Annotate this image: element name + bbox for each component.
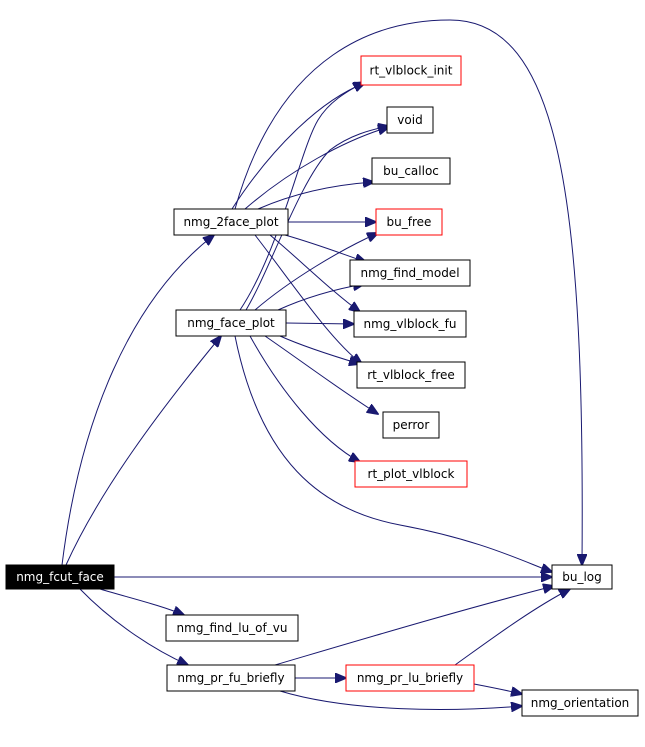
edge-nmg_fcut_face-to-nmg_face_plot: [65, 336, 221, 566]
edge-nmg_fcut_face-to-nmg_2face_plot: [61, 235, 214, 566]
node-box[interactable]: [354, 460, 468, 488]
node-box[interactable]: [521, 689, 639, 717]
node-label: nmg_pr_lu_briefly: [357, 671, 463, 685]
edge-nmg_2face_plot-to-nmg_find_model: [284, 234, 366, 262]
edge-nmg_2face_plot-to-void: [244, 127, 389, 210]
node-nmg-find-lu-of-vu[interactable]: nmg_find_lu_of_vu: [165, 614, 299, 642]
node-label: nmg_face_plot: [187, 316, 275, 330]
edges-layer: [61, 19, 582, 709]
node-nmg-pr-fu-briefly[interactable]: nmg_pr_fu_briefly: [166, 664, 296, 692]
node-label: rt_vlblock_init: [370, 64, 453, 78]
edge-nmg_face_plot-to-rt_plot_vlblock: [249, 335, 360, 462]
node-void[interactable]: void: [386, 106, 434, 134]
node-box[interactable]: [551, 564, 613, 590]
edge-nmg_face_plot-to-rt_vlblock_free: [279, 335, 360, 364]
node-perror[interactable]: perror: [382, 411, 440, 439]
node-box[interactable]: [371, 157, 451, 185]
edge-nmg_face_plot-to-rt_vlblock_init: [239, 82, 364, 311]
node-box[interactable]: [165, 614, 299, 642]
edge-nmg_2face_plot-to-rt_vlblock_init: [231, 83, 365, 210]
edge-nmg_fcut_face-to-nmg_find_lu_of_vu: [99, 588, 184, 615]
node-nmg-find-model[interactable]: nmg_find_model: [349, 259, 471, 287]
edge-nmg_2face_plot-to-rt_vlblock_free: [254, 234, 362, 364]
node-label: bu_calloc: [383, 164, 439, 178]
node-box[interactable]: [345, 664, 475, 692]
node-box[interactable]: [386, 106, 434, 134]
node-label: perror: [393, 418, 430, 432]
node-nmg-pr-lu-briefly[interactable]: nmg_pr_lu_briefly: [345, 664, 475, 692]
edge-nmg_face_plot-to-perror: [264, 335, 378, 414]
node-box[interactable]: [382, 411, 440, 439]
edge-nmg_face_plot-to-nmg_vlblock_fu: [285, 323, 354, 324]
edge-nmg_face_plot-to-bu_free: [254, 233, 378, 311]
node-box[interactable]: [173, 208, 289, 236]
node-box[interactable]: [349, 259, 471, 287]
node-label: nmg_orientation: [531, 696, 630, 710]
node-label: nmg_2face_plot: [183, 215, 278, 229]
node-label: nmg_pr_fu_briefly: [177, 671, 284, 685]
node-rt-plot-vlblock[interactable]: rt_plot_vlblock: [354, 460, 468, 488]
node-nmg-face-plot[interactable]: nmg_face_plot: [175, 309, 287, 337]
node-nmg-fcut-face[interactable]: nmg_fcut_face: [5, 564, 115, 590]
node-rt-vlblock-free[interactable]: rt_vlblock_free: [356, 361, 466, 389]
edge-nmg_2face_plot-to-bu_calloc: [257, 182, 374, 210]
node-label: rt_plot_vlblock: [368, 467, 455, 481]
edge-nmg_face_plot-to-nmg_find_model: [277, 284, 364, 311]
node-label: nmg_find_lu_of_vu: [177, 621, 288, 635]
node-nmg-vlblock-fu[interactable]: nmg_vlblock_fu: [353, 310, 467, 338]
edge-nmg_face_plot-to-bu_log: [234, 335, 552, 572]
node-box[interactable]: [356, 361, 466, 389]
edge-nmg_fcut_face-to-nmg_pr_fu_briefly: [79, 588, 188, 665]
node-box[interactable]: [353, 310, 467, 338]
node-nmg-2face-plot[interactable]: nmg_2face_plot: [173, 208, 289, 236]
edge-nmg_2face_plot-to-bu_log: [234, 19, 582, 565]
nodes-layer: nmg_fcut_face nmg_2face_plot nmg_face_plot…: [5, 55, 639, 717]
node-label: nmg_find_model: [360, 266, 459, 280]
edge-nmg_pr_lu_briefly-to-nmg_orientation: [473, 683, 522, 694]
edge-nmg_2face_plot-to-nmg_vlblock_fu: [269, 234, 360, 312]
node-label: nmg_vlblock_fu: [363, 317, 456, 331]
node-label: bu_log: [562, 570, 602, 584]
edge-nmg_pr_fu_briefly-to-bu_log: [274, 586, 554, 666]
node-rt-vlblock-init[interactable]: rt_vlblock_init: [360, 55, 462, 86]
edge-nmg_face_plot-to-void: [245, 126, 389, 311]
edge-nmg_pr_lu_briefly-to-bu_log: [454, 589, 570, 666]
node-label: void: [397, 113, 422, 127]
edge-nmg_pr_fu_briefly-to-nmg_orientation: [279, 690, 522, 709]
node-bu-free[interactable]: bu_free: [375, 208, 443, 236]
node-bu-log[interactable]: bu_log: [551, 564, 613, 590]
node-bu-calloc[interactable]: bu_calloc: [371, 157, 451, 185]
node-box[interactable]: [375, 208, 443, 236]
node-box[interactable]: [175, 309, 287, 337]
node-label: nmg_fcut_face: [16, 570, 104, 584]
node-box[interactable]: [360, 55, 462, 86]
node-box[interactable]: [5, 564, 115, 590]
node-box[interactable]: [166, 664, 296, 692]
node-nmg-orientation[interactable]: nmg_orientation: [521, 689, 639, 717]
node-label: bu_free: [387, 215, 432, 229]
node-label: rt_vlblock_free: [367, 368, 455, 382]
